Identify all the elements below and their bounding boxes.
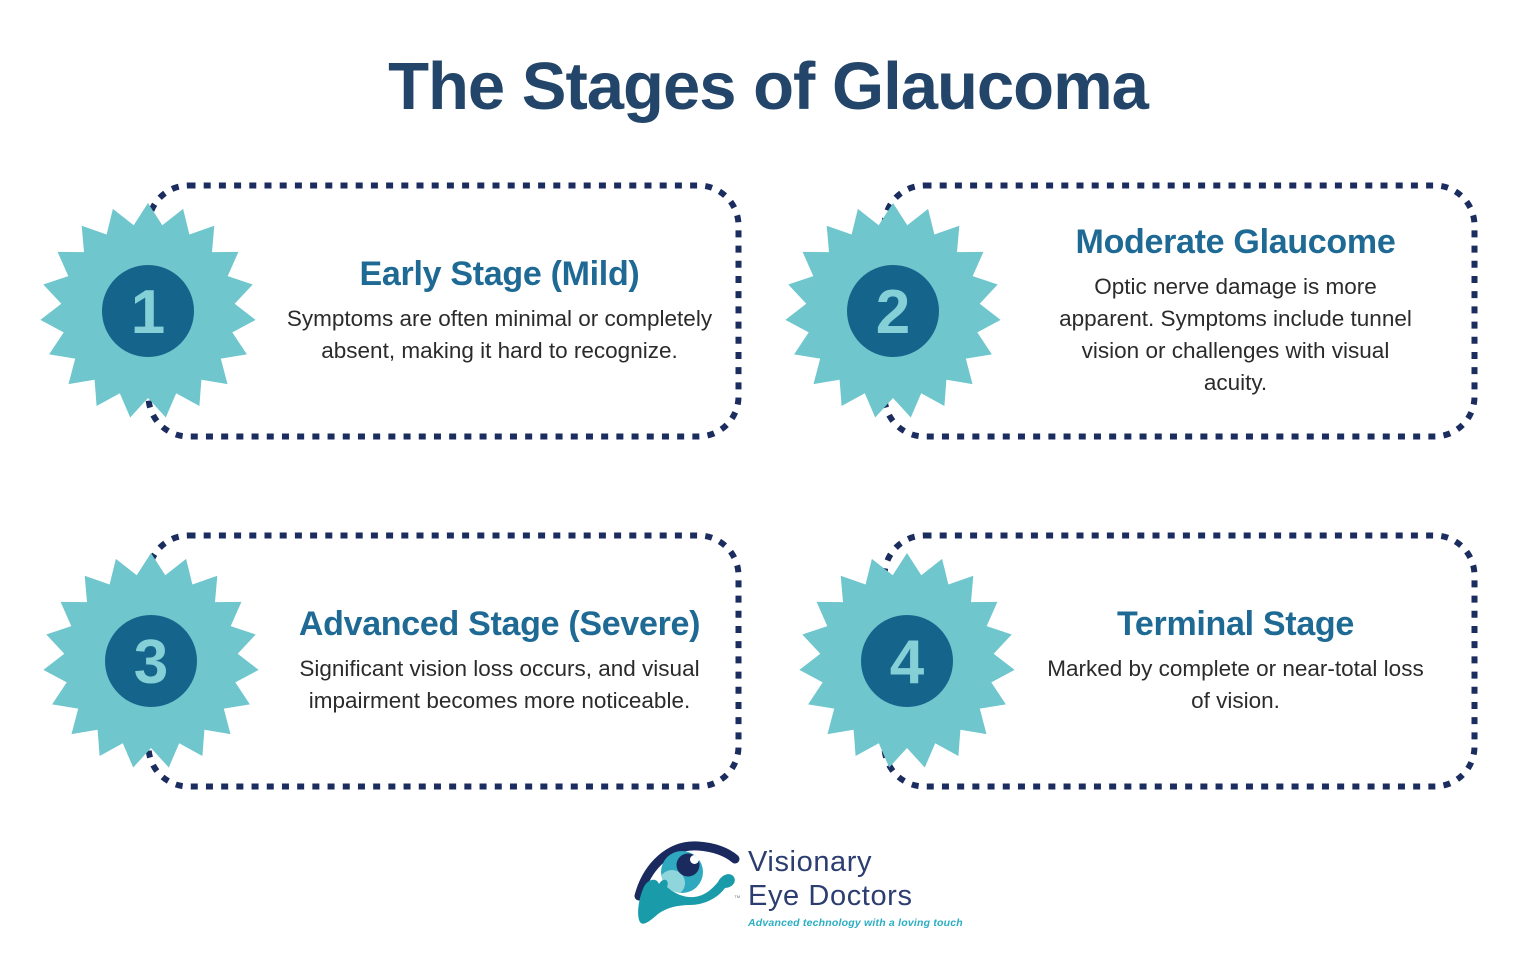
stage-3-badge: 3 <box>43 553 259 768</box>
stage-number: 3 <box>134 628 168 697</box>
eyebrow-arc <box>634 841 740 901</box>
stage-2-badge: 2 <box>785 203 1001 418</box>
logo-name-line2: Eye Doctors <box>748 880 913 913</box>
stage-title: Advanced Stage (Severe) <box>298 604 701 643</box>
pupil-highlight <box>690 855 699 864</box>
stage-description: Symptoms are often minimal or completely… <box>286 305 713 363</box>
page-title: The Stages of Glaucoma <box>388 49 1149 124</box>
stage-card-3: 3 Advanced Stage (Severe) Significant vi… <box>43 532 742 790</box>
stage-number: 4 <box>890 628 925 697</box>
eye-in-hand-icon: ™ <box>634 841 741 924</box>
stage-content: Advanced Stage (Severe) Significant visi… <box>271 532 728 790</box>
badge-circle <box>102 265 194 357</box>
stage-content: Early Stage (Mild) Symptoms are often mi… <box>271 182 728 440</box>
stage-content: Moderate Glaucome Optic nerve damage is … <box>1007 182 1464 440</box>
brand-logo: ™ Visionary Eye Doctors Advanced technol… <box>630 838 963 932</box>
cupping-hand <box>638 874 735 924</box>
stage-title: Terminal Stage <box>1116 604 1355 643</box>
stage-description: Marked by complete or near-total loss of… <box>1047 655 1424 713</box>
stage-title: Moderate Glaucome <box>1075 222 1396 261</box>
logo-tagline: Advanced technology with a loving touch <box>748 917 963 930</box>
stage-4-badge: 4 <box>799 553 1015 768</box>
stage-card-2: 2 Moderate Glaucome Optic nerve damage i… <box>785 182 1478 440</box>
stage-content: Terminal Stage Marked by complete or nea… <box>1007 532 1464 790</box>
stage-1-badge: 1 <box>40 203 256 418</box>
stage-title: Early Stage (Mild) <box>359 254 640 293</box>
stage-description: Significant vision loss occurs, and visu… <box>299 655 700 713</box>
stage-card-4: 4 Terminal Stage Marked by complete or n… <box>799 532 1478 790</box>
badge-circle <box>861 615 953 707</box>
logo-text: Visionary Eye Doctors Advanced technolog… <box>748 838 963 929</box>
stage-number: 1 <box>131 278 165 347</box>
stage-description: Optic nerve damage is more apparent. Sym… <box>1059 273 1412 396</box>
badge-circle <box>847 265 939 357</box>
trademark-symbol: ™ <box>734 895 741 902</box>
badge-circle <box>105 615 197 707</box>
stage-number: 2 <box>876 278 910 347</box>
logo-name-line1: Visionary <box>748 846 873 878</box>
stage-card-1: 1 Early Stage (Mild) Symptoms are often … <box>40 182 742 440</box>
